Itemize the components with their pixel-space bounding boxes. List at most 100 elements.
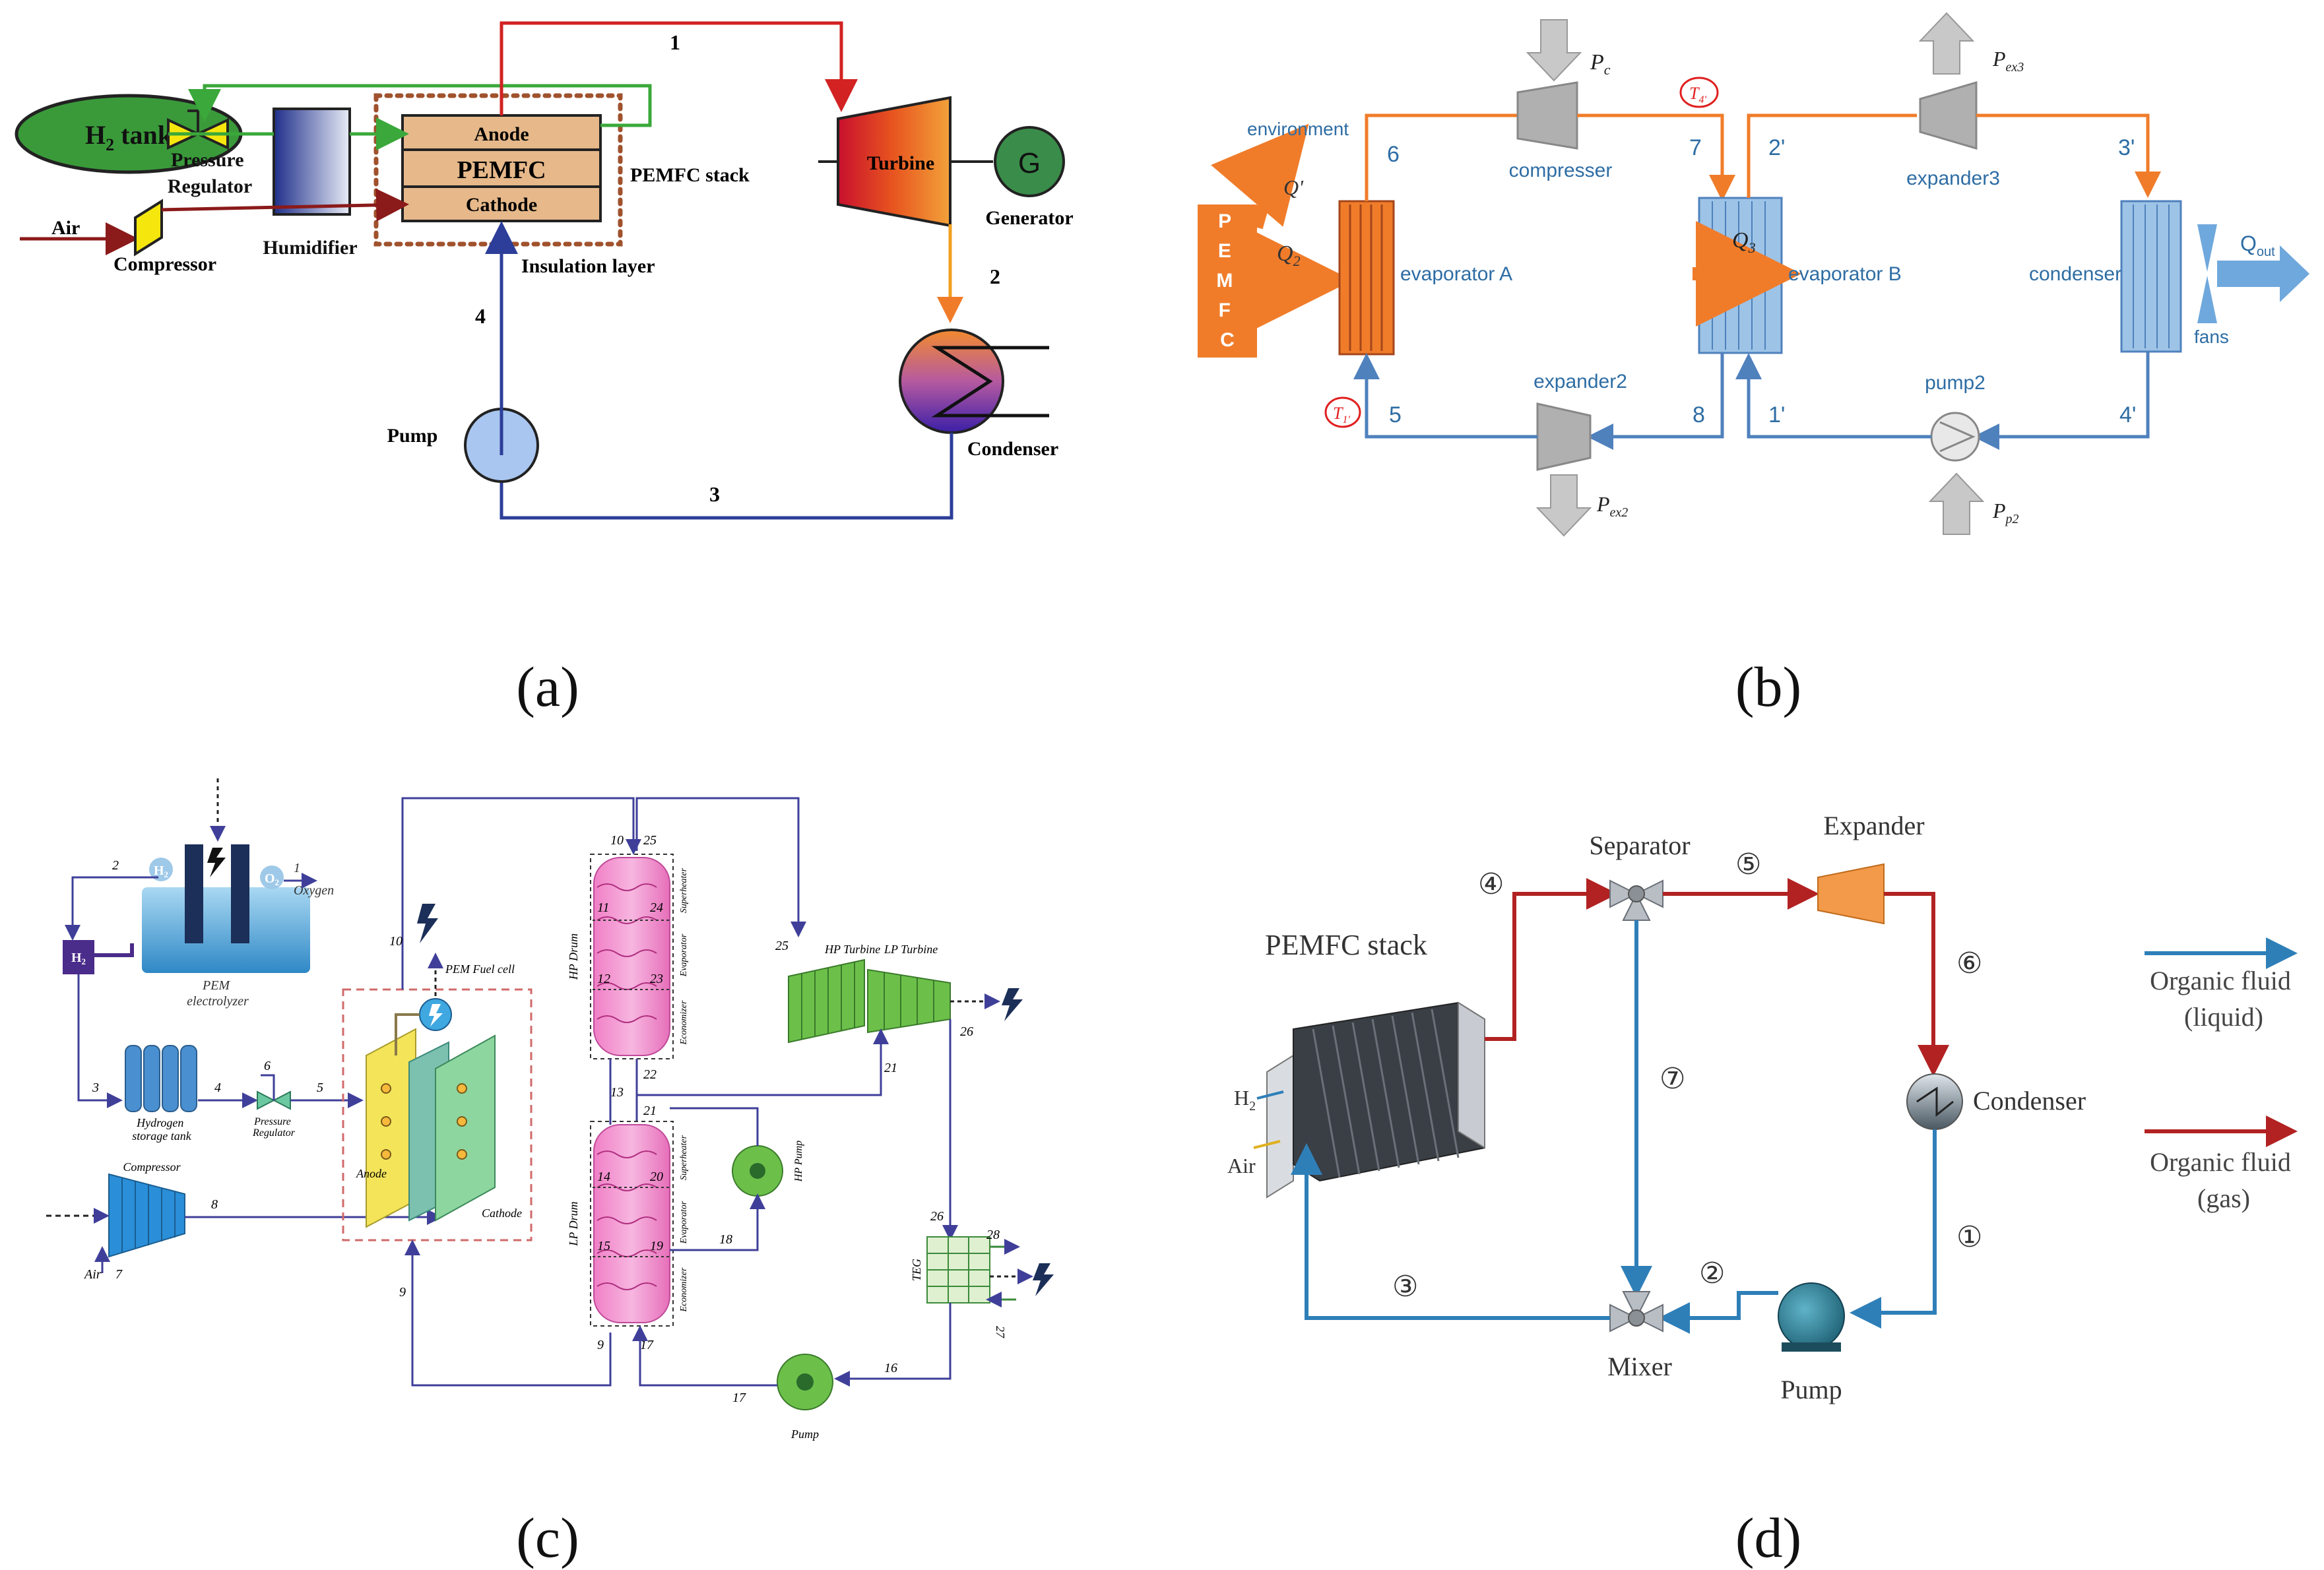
pp2-arrow xyxy=(1928,472,1985,535)
state-c-9: 9 xyxy=(399,1285,406,1300)
t4-marker xyxy=(1679,77,1719,108)
h2-box-label: H2 xyxy=(71,951,86,966)
state-c-12: 12 xyxy=(597,972,610,986)
state-c-24: 24 xyxy=(650,900,663,915)
t4-label: T4' xyxy=(1689,84,1706,106)
hp-turbine xyxy=(788,958,865,1044)
stream-8 xyxy=(1587,353,1724,450)
state-d-5: ⑤ xyxy=(1735,848,1761,881)
air-c-label: Air xyxy=(83,1267,102,1282)
separator-label: Separator xyxy=(1589,831,1690,860)
condenser-b-label: condenser xyxy=(2029,263,2121,285)
expander2-label: expander2 xyxy=(1533,371,1627,392)
state-4p: 4' xyxy=(2119,402,2136,427)
h2-d-label: H2 xyxy=(1234,1086,1256,1114)
stream-c-21 xyxy=(637,1028,889,1096)
pump2-symbol xyxy=(1939,421,1976,453)
state-c-3: 3 xyxy=(92,1081,99,1095)
generator-symbol: G xyxy=(1018,147,1041,179)
teg-grid xyxy=(927,1237,990,1303)
pem-fuel-cell-label: PEM Fuel cell xyxy=(445,962,515,976)
stream-3 xyxy=(500,433,953,520)
state-c-26b: 26 xyxy=(930,1209,944,1224)
legend-d: Organic fluid (liquid) Organic fluid (ga… xyxy=(2145,937,2298,1213)
state-c-25: 25 xyxy=(643,833,657,848)
pc-arrow xyxy=(1526,19,1582,82)
expander2 xyxy=(1536,402,1592,471)
legend-gas-label: Organic fluid (gas) xyxy=(2150,1147,2298,1213)
stream-d-3 xyxy=(1291,1143,1610,1320)
q3-label: Q3 xyxy=(1732,228,1756,256)
hydrogen-tank-label: Hydrogen storage tank xyxy=(132,1116,192,1143)
generator xyxy=(994,126,1065,197)
pressure-regulator-label: Pressure Regulator xyxy=(168,149,252,197)
expander3-label: expander3 xyxy=(1906,168,2000,189)
insulation-label: Insulation layer xyxy=(521,255,655,277)
anode-c-label: Anode xyxy=(356,1167,387,1180)
anode-plate xyxy=(366,1028,416,1228)
stream-7 xyxy=(1577,113,1735,201)
state-5: 5 xyxy=(1389,402,1402,427)
state-c-21: 21 xyxy=(884,1061,897,1075)
lp-economizer-label: Economizer xyxy=(679,1267,689,1312)
lp-evaporator-label: Evaporator xyxy=(679,1201,689,1244)
hp-economizer-label: Economizer xyxy=(679,1000,689,1045)
h2-bubble-label: H2 xyxy=(154,864,168,879)
lp-drum xyxy=(593,1124,670,1323)
stack-endplate-right xyxy=(1458,1001,1485,1149)
panel-c: H2 O2 PEM electrolyzer 1 Oxygen 2 H2 3 H… xyxy=(46,778,1054,1441)
cell-dots xyxy=(381,1083,467,1160)
pressure-regulator-c-label: Pressure Regulator xyxy=(252,1116,296,1139)
pump-d-base xyxy=(1782,1342,1841,1352)
pemfc-stack-d xyxy=(1293,1001,1485,1182)
fans-icon xyxy=(2197,224,2217,323)
state-c-14: 14 xyxy=(597,1170,610,1184)
compresser-label: compresser xyxy=(1509,160,1613,181)
lightning-icon-turbine xyxy=(1002,988,1023,1021)
state-c-16: 16 xyxy=(884,1361,897,1375)
state-c-10b: 10 xyxy=(610,833,624,848)
pump-d xyxy=(1778,1282,1845,1350)
state-6: 6 xyxy=(1387,142,1400,167)
state-c-7: 7 xyxy=(115,1267,123,1282)
pp2-label: Pp2 xyxy=(1992,499,2019,526)
state-1p: 1' xyxy=(1768,402,1785,427)
stream-c-9 xyxy=(404,1240,612,1387)
cathode-label: Cathode xyxy=(466,194,537,216)
anode-label: Anode xyxy=(474,123,529,145)
stream-4p xyxy=(1973,352,2150,450)
fans-label: fans xyxy=(2194,327,2229,347)
evaporator-a-label: evaporator A xyxy=(1400,263,1512,285)
stream-1 xyxy=(500,21,858,115)
panel-d: PEMFC stack H2 Air ④ Separator ⑤ Expande… xyxy=(1227,811,2298,1404)
state-c-22: 22 xyxy=(643,1067,657,1082)
turbine-label: Turbine xyxy=(867,152,934,174)
qout-arrow xyxy=(2217,245,2309,302)
stream-c-17 xyxy=(632,1325,777,1387)
hp-superheater-label: Superheater xyxy=(679,867,689,913)
caption-c: (c) xyxy=(516,1506,579,1569)
condenser-a-label: Condenser xyxy=(967,438,1058,460)
evaporator-a-fins xyxy=(1349,204,1383,351)
state-d-2: ② xyxy=(1699,1257,1725,1290)
panel-a: H2 tank Pressure Regulator Humidifier An… xyxy=(15,21,1074,520)
hp-pump-label: HP Pump xyxy=(793,1141,804,1182)
o2-bubble-label: O2 xyxy=(265,871,279,887)
state-d-4: ④ xyxy=(1478,868,1504,900)
condenser-d-label: Condenser xyxy=(1973,1086,2086,1115)
state-c-17: 17 xyxy=(640,1338,654,1352)
q-prime-arrow xyxy=(1211,123,1309,230)
stream-3p xyxy=(1976,113,2161,198)
lightning-icon xyxy=(207,848,226,877)
hp-pump-out xyxy=(670,1107,759,1146)
lightning-icon-teg xyxy=(1033,1263,1054,1296)
state-d-3: ③ xyxy=(1392,1271,1418,1303)
pump-d-label: Pump xyxy=(1780,1375,1842,1404)
generator-label: Generator xyxy=(985,207,1073,229)
environment-label: environment xyxy=(1247,119,1349,139)
q-prime-label: Q' xyxy=(1283,175,1304,199)
lp-turbine-label: LP Turbine xyxy=(884,943,938,956)
teg-label: TEG xyxy=(910,1259,923,1281)
state-c-27: 27 xyxy=(994,1326,1007,1338)
